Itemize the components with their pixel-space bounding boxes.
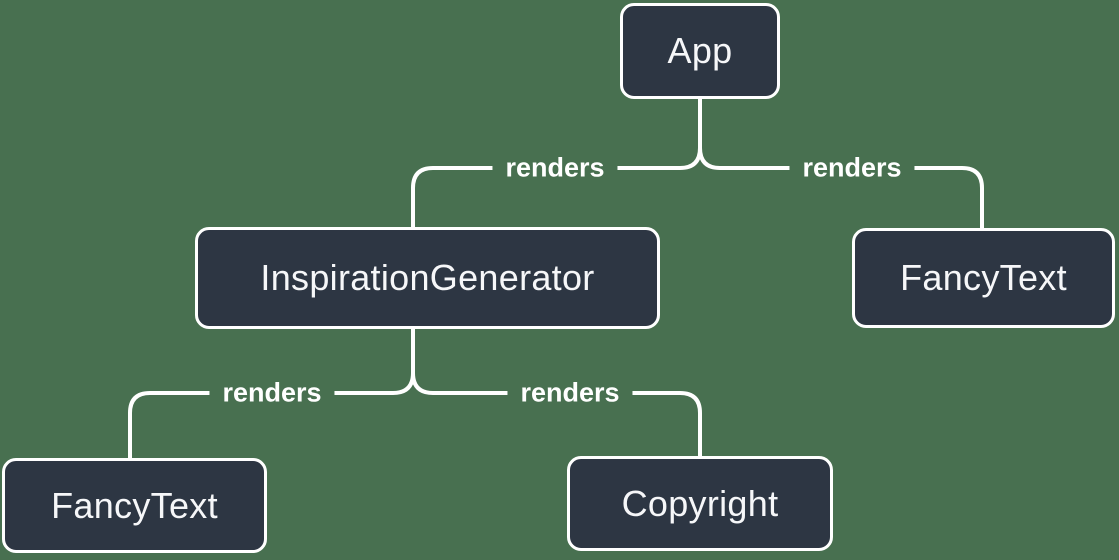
edge-label-renders: renders: [492, 150, 618, 186]
edge-label-renders: renders: [507, 375, 633, 411]
node-label: InspirationGenerator: [260, 257, 595, 298]
tree-node-fancy-text-top: FancyText: [852, 228, 1115, 328]
node-label: App: [667, 30, 733, 71]
tree-node-inspiration-generator: InspirationGenerator: [195, 227, 660, 329]
tree-node-app: App: [620, 3, 780, 99]
node-label: FancyText: [900, 257, 1067, 298]
tree-node-copyright: Copyright: [567, 456, 833, 551]
edge-label-renders: renders: [789, 150, 915, 186]
edge-label-renders: renders: [209, 375, 335, 411]
node-label: Copyright: [621, 482, 779, 524]
node-label: FancyText: [51, 484, 218, 526]
tree-node-fancy-text-bottom: FancyText: [2, 458, 267, 553]
